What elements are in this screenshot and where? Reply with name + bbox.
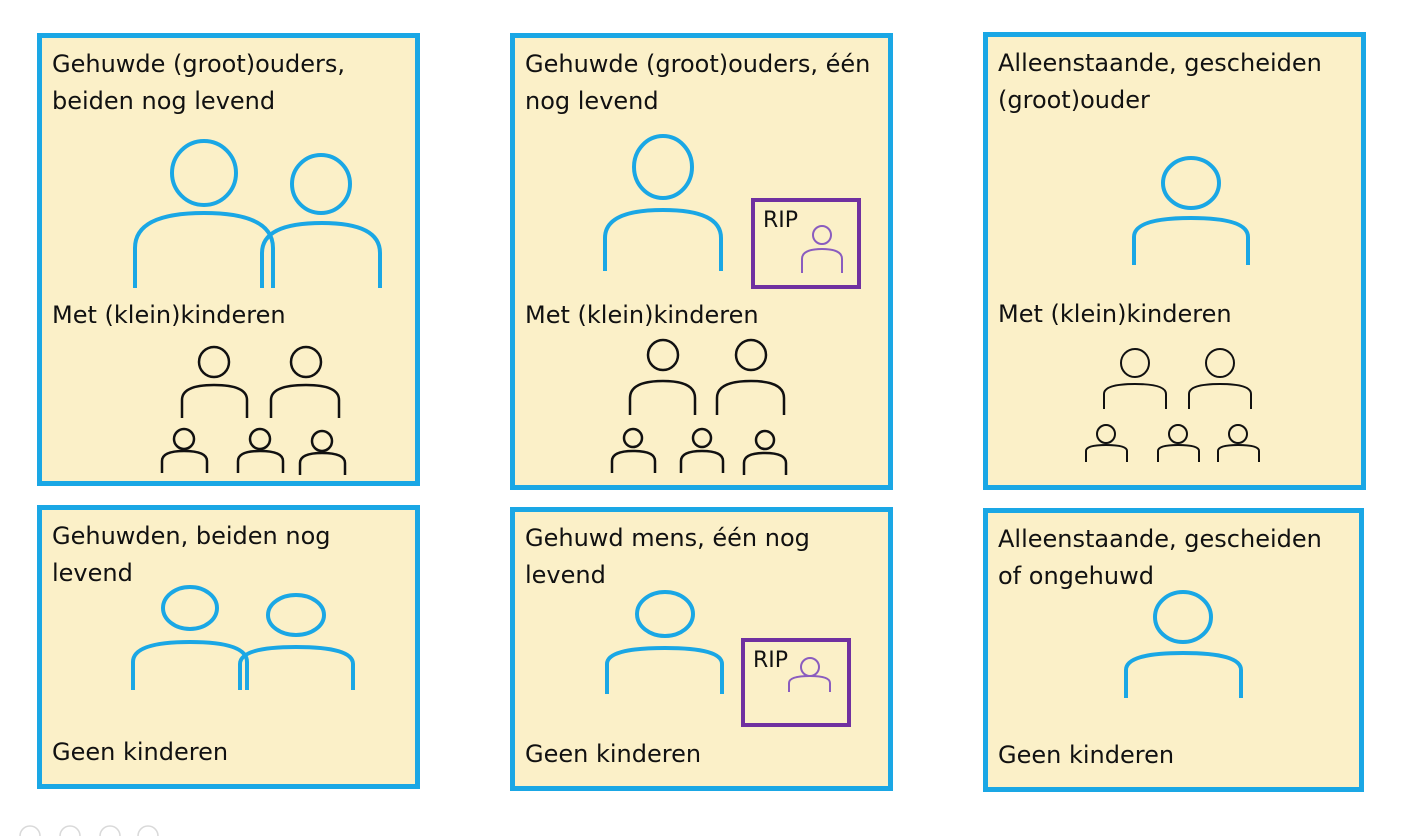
person-icon bbox=[238, 593, 355, 690]
person-icon bbox=[131, 585, 249, 690]
person-icon bbox=[1132, 156, 1250, 265]
card-married-both-living-no-children: Gehuwden, beiden nog levend Geen kindere… bbox=[37, 505, 420, 789]
person-icons-group bbox=[1085, 156, 1260, 462]
slide-nav-dots bbox=[19, 825, 159, 836]
child-person-icon bbox=[1188, 348, 1252, 409]
child-person-icon bbox=[1103, 348, 1167, 409]
card-subtitle: Met (klein)kinderen bbox=[52, 301, 286, 329]
child-person-icon bbox=[610, 427, 657, 473]
person-icons-group bbox=[603, 134, 788, 475]
card-married-one-living-no-children: Gehuwd mens, één nog levend Geen kindere… bbox=[510, 507, 893, 791]
card-title: Alleenstaande, gescheiden of ongehuwd bbox=[998, 525, 1322, 590]
person-icon bbox=[1124, 590, 1243, 698]
card-married-one-living-with-children: Gehuwde (groot)ouders, één nog levend Me… bbox=[510, 33, 893, 490]
person-icon bbox=[605, 590, 724, 694]
rip-label: RIP bbox=[763, 208, 799, 233]
deceased-person-icon bbox=[801, 225, 843, 273]
card-single-divorced-parent-with-children: Alleenstaande, gescheiden (groot)ouder M… bbox=[983, 32, 1366, 490]
person-icon bbox=[133, 139, 275, 288]
child-person-icon bbox=[1217, 424, 1260, 462]
person-icons-group bbox=[131, 585, 355, 690]
child-person-icon bbox=[628, 338, 697, 415]
rip-frame: RIP bbox=[751, 198, 861, 289]
person-icon bbox=[603, 134, 723, 271]
card-title: Gehuwd mens, één nog levend bbox=[525, 524, 810, 589]
card-subtitle: Geen kinderen bbox=[998, 741, 1175, 769]
child-person-icon bbox=[298, 429, 347, 475]
child-person-icon bbox=[679, 427, 725, 473]
card-subtitle: Met (klein)kinderen bbox=[998, 300, 1232, 328]
card-title: Gehuwde (groot)ouders, beiden nog levend bbox=[52, 50, 346, 115]
card-married-both-living-with-children: Gehuwde (groot)ouders, beiden nog levend… bbox=[37, 33, 420, 486]
child-person-icon bbox=[160, 427, 209, 473]
card-subtitle: Geen kinderen bbox=[52, 738, 229, 766]
person-icons-group bbox=[605, 590, 724, 694]
rip-frame: RIP bbox=[741, 638, 851, 727]
child-person-icon bbox=[1085, 424, 1128, 462]
deceased-person-icon bbox=[788, 657, 831, 692]
rip-label: RIP bbox=[753, 648, 789, 673]
card-title: Gehuwde (groot)ouders, één nog levend bbox=[525, 50, 871, 115]
child-person-icon bbox=[236, 427, 285, 473]
person-icons-group bbox=[1124, 590, 1243, 698]
card-title: Gehuwden, beiden nog levend bbox=[52, 522, 331, 587]
person-icon bbox=[260, 153, 382, 288]
child-person-icon bbox=[269, 345, 341, 418]
person-icons-group bbox=[133, 139, 382, 475]
card-subtitle: Met (klein)kinderen bbox=[525, 301, 759, 329]
card-title: Alleenstaande, gescheiden (groot)ouder bbox=[998, 49, 1322, 114]
card-subtitle: Geen kinderen bbox=[525, 740, 702, 768]
child-person-icon bbox=[742, 429, 788, 475]
child-person-icon bbox=[715, 338, 786, 415]
child-person-icon bbox=[1157, 424, 1200, 462]
child-person-icon bbox=[180, 345, 249, 418]
card-single-divorced-or-unmarried-no-children: Alleenstaande, gescheiden of ongehuwd Ge… bbox=[983, 508, 1364, 792]
